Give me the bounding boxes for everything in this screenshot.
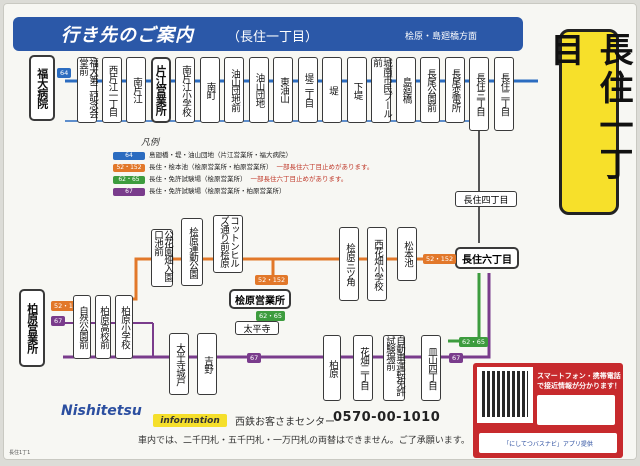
stop-upper-3: コットンヒルズ通り前桧原 <box>213 215 243 273</box>
stop-top-1: 福大第二記念会堂前 <box>77 57 98 123</box>
ad-app-label: 「にしてつバスナビ」アプリ提供 <box>479 433 617 453</box>
legend-route-desc: 長住・免許試験場（桧原営業所・柏原営業所） <box>149 187 286 195</box>
stop-lower-2: 柏原高校前 <box>95 295 111 359</box>
route-badge-52-c: 52・152 <box>51 301 85 311</box>
legend-route-tag: 62・65 <box>113 176 145 184</box>
stop-top-12: 下堤 <box>346 57 367 123</box>
legend-title: 凡例 <box>141 138 160 148</box>
customer-center-phone: 0570-00-1010 <box>333 410 441 425</box>
stop-fukudai-hospital: 福大病院 <box>29 55 55 121</box>
header-direction: 桧原・島廻橋方面 <box>405 32 478 42</box>
stop-upper-2: 桧原運動公園 <box>181 218 203 286</box>
legend-route-note: 一部長住六丁目止めがあります。 <box>250 175 348 183</box>
stop-top-10: 堤二丁目 <box>297 57 318 123</box>
board-id-note: 長住1丁1 <box>9 450 31 456</box>
route-badge-67-b: 67 <box>247 353 262 363</box>
stop-lower-3: 柏原小学校 <box>115 295 133 359</box>
route-badge-64: 64 <box>57 68 72 78</box>
legend-route-note: 一部長住六丁目止めがあります。 <box>276 163 374 171</box>
route-badge-67-c: 67 <box>449 353 464 363</box>
route-badge-52-a: 52・152 <box>423 254 457 264</box>
legend-route-tag: 67 <box>113 188 145 196</box>
stop-top-11: 堤 <box>322 57 342 123</box>
stop-top-3: 南片江 <box>126 57 146 123</box>
stop-lower-8: 自動車運転免許試験場前 <box>383 335 405 401</box>
header-subtitle: （長住一丁目） <box>227 30 319 45</box>
stop-top-5: 南片江小学校 <box>175 57 195 123</box>
stop-lower-7: 花畑二丁目 <box>353 335 373 401</box>
header-title: 行き先のご案内 <box>61 25 194 46</box>
stop-top-2: 西片江一丁目 <box>101 57 122 123</box>
information-label: information <box>153 414 227 427</box>
stop-top-17: 長住三丁目 <box>469 57 489 131</box>
stop-lower-5: 吉野 <box>197 333 217 395</box>
qr-code[interactable] <box>477 367 533 423</box>
legend-route-desc: 長住・桧本池（桧原営業所・柏原営業所） <box>149 163 273 171</box>
legend-row: 64 島廻橋・堤・油山団地（片江営業所・福大病院） <box>113 149 296 160</box>
legend-route-tag: 52・152 <box>113 164 145 172</box>
stop-top-16: 長尾変電所 <box>444 57 465 123</box>
header-bar: 行き先のご案内 （長住一丁目） 桧原・島廻橋方面 <box>13 17 523 51</box>
ad-text: スマートフォン・携帯電話で接近情報が分かります！ <box>537 372 621 390</box>
stop-top-13: 城南市民プール前 <box>371 57 392 123</box>
stop-top-15: 長尾公園前 <box>420 57 440 123</box>
ad-sample-card <box>537 395 615 425</box>
legend-route-desc: 島廻橋・堤・油山団地（片江営業所・福大病院） <box>149 151 292 159</box>
stop-lower-6: 柏原 <box>323 335 341 401</box>
stop-kashiwara-depot: 柏原営業所 <box>19 289 45 367</box>
stop-top-4: 片江営業所 <box>150 57 171 123</box>
stop-top-9: 東油山 <box>273 57 293 123</box>
stop-taiheiji: 太平寺 <box>235 321 279 335</box>
customer-center-name: 西鉄お客さまセンター <box>235 417 335 428</box>
stop-hibaru-depot: 桧原営業所 <box>229 289 291 309</box>
legend: 凡例 64 島廻橋・堤・油山団地（片江営業所・福大病院） 52・152 長住・桧本池（… <box>113 135 443 197</box>
stop-upper-1: 公花園畑入園口池前 <box>151 229 173 287</box>
stop-top-8: 油山団地 <box>248 57 269 123</box>
stop-lower-9: 皿山四丁目 <box>421 335 441 401</box>
stop-top-18: 長住二丁目 <box>493 57 514 131</box>
route-badge-67-a: 67 <box>51 316 66 326</box>
app-ad-panel: スマートフォン・携帯電話で接近情報が分かります！ 「にしてつバスナビ」アプリ提供 <box>473 363 623 458</box>
stop-upper-6: 松本池 <box>397 227 417 281</box>
qr-pattern <box>482 371 528 417</box>
legend-row: 62・65 長住・免許試験場（桧原営業所）一部長住六丁目止めがあります。 <box>113 173 347 184</box>
legend-row: 67 長住・免許試験場（桧原営業所・柏原営業所） <box>113 185 290 196</box>
stop-top-14: 島廻橋 <box>395 57 416 123</box>
fare-note: 車内では、二千円札・五千円札・一万円札の両替はできません。ご了承願います。 <box>138 436 470 446</box>
stop-top-6: 南町 <box>199 57 220 123</box>
route-badge-62-b: 62・65 <box>459 337 489 347</box>
route-badge-62: 62・65 <box>256 311 286 321</box>
stop-top-7: 油山団地前 <box>224 57 244 123</box>
nishitetsu-logo: Nishitetsu <box>61 403 142 419</box>
route-badge-52-b: 52・152 <box>255 275 289 285</box>
stop-lower-1: 自然公園前 <box>73 295 91 359</box>
legend-row: 52・152 長住・桧本池（桧原営業所・柏原営業所）一部長住六丁目止めがあります。 <box>113 161 373 172</box>
legend-route-desc: 長住・免許試験場（桧原営業所） <box>149 175 247 183</box>
route-line-62 <box>448 273 481 343</box>
stop-upper-5: 西花畑小学校 <box>367 227 387 301</box>
bus-route-board: 行き先のご案内 （長住一丁目） 桧原・島廻橋方面 長住一丁目 福大病院 64 福… <box>3 3 637 460</box>
stop-nagazumi-4: 長住四丁目 <box>455 191 517 207</box>
stop-nagazumi-6: 長住六丁目 <box>455 247 519 269</box>
stop-upper-4: 桧原三ツ角 <box>339 227 359 301</box>
legend-route-tag: 64 <box>113 152 145 160</box>
stop-lower-4: 大平寺城戸 <box>169 333 189 395</box>
